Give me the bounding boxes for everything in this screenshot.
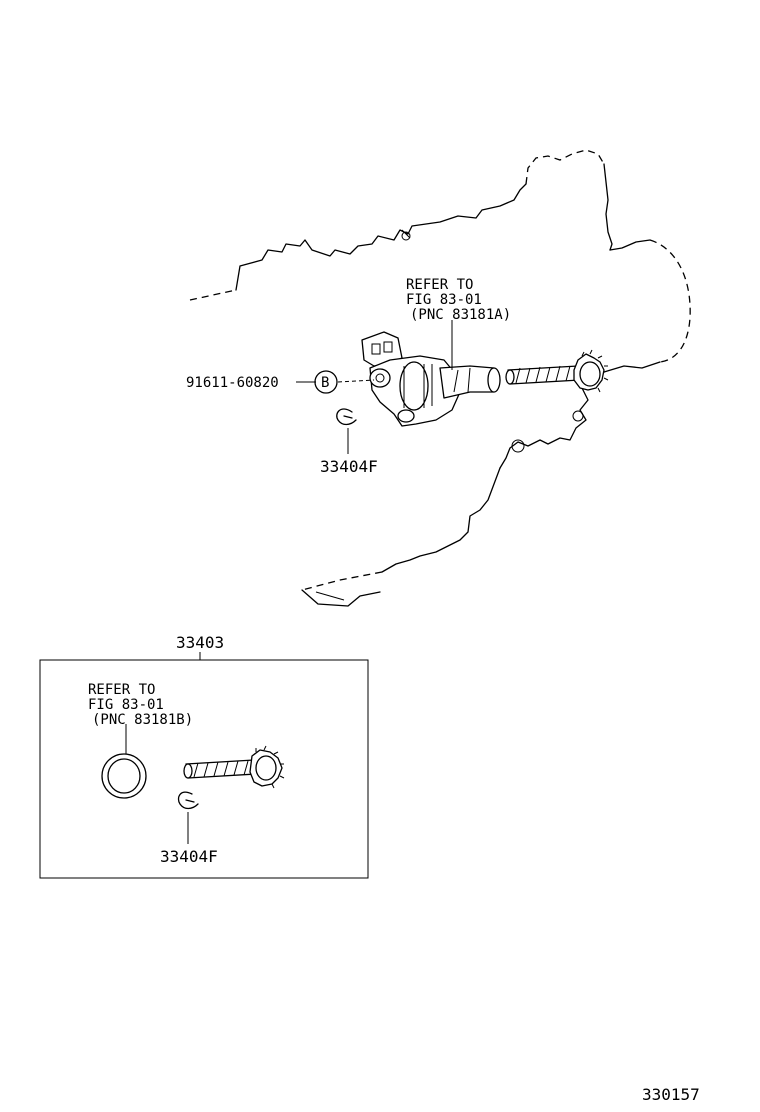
lower-o-ring (101, 724, 147, 799)
bolt-marker-letter: B (321, 375, 329, 391)
upper-driven-gear (505, 349, 609, 393)
upper-clip (336, 408, 357, 454)
upper-refer-text-line1: REFER TO (406, 277, 473, 293)
lower-refer-text-line1: REFER TO (88, 682, 155, 698)
kit-box (39, 652, 369, 879)
bolt-leader-dashed (337, 379, 375, 383)
lower-clip (177, 791, 199, 844)
upper-clip-part-number: 33404F (320, 457, 378, 476)
bolt-marker (296, 370, 338, 394)
bolt-part-number: 91611-60820 (186, 375, 279, 391)
lower-refer-text-line3: (PNC 83181B) (92, 712, 193, 728)
speed-sensor-assembly (361, 331, 501, 427)
lower-driven-gear (183, 745, 285, 789)
lower-refer-text-line2: FIG 83-01 (88, 697, 164, 713)
kit-part-number: 33403 (176, 633, 224, 652)
upper-refer-text-line2: FIG 83-01 (406, 292, 482, 308)
lower-clip-part-number: 33404F (160, 847, 218, 866)
upper-refer-text-line3: (PNC 83181A) (410, 307, 511, 323)
figure-number: 330157 (642, 1085, 700, 1104)
